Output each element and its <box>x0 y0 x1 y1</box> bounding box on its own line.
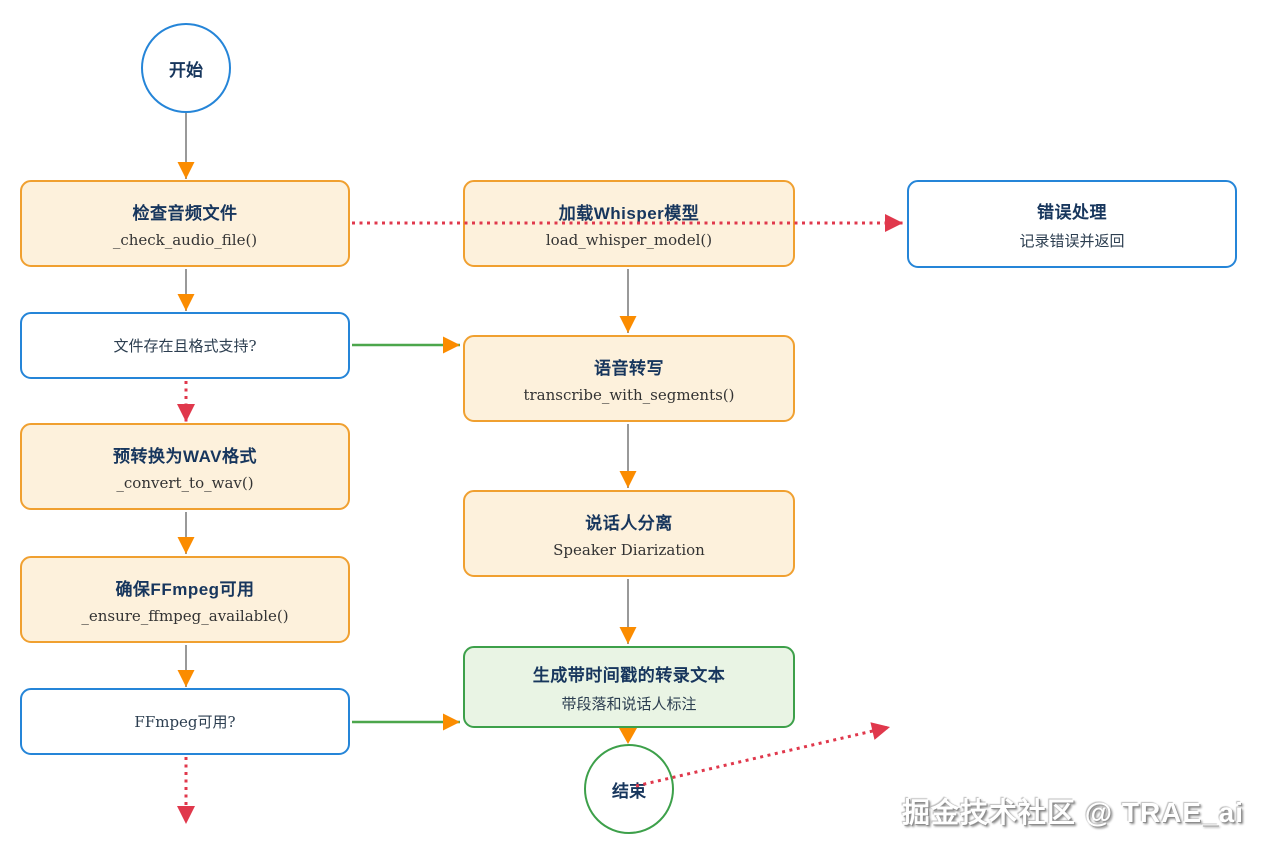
end-node-label: 结束 <box>612 781 646 801</box>
output-subtitle: 带段落和说话人标注 <box>561 694 697 713</box>
format-supported-decision-node: 文件存在且格式支持? <box>20 312 350 379</box>
convert-wav-title: 预转换为WAV格式 <box>113 446 257 466</box>
load-whisper-title: 加载Whisper模型 <box>558 203 700 223</box>
ensure-ffmpeg-title: 确保FFmpeg可用 <box>115 579 255 599</box>
ensure-ffmpeg-subtitle: _ensure_ffmpeg_available() <box>81 606 289 625</box>
check-audio-title: 检查音频文件 <box>132 203 238 223</box>
error-handler-subtitle: 记录错误并返回 <box>1019 231 1125 250</box>
check-audio-node: 检查音频文件 _check_audio_file() <box>20 180 350 267</box>
transcribe-node: 语音转写 transcribe_with_segments() <box>463 335 795 422</box>
diarization-title: 说话人分离 <box>585 513 673 533</box>
error-handler-title: 错误处理 <box>1037 202 1107 222</box>
transcribe-title: 语音转写 <box>594 358 664 378</box>
start-node: 开始 <box>141 23 231 113</box>
diarization-subtitle: Speaker Diarization <box>553 540 705 559</box>
ffmpeg-available-decision-node: FFmpeg可用? <box>20 688 350 755</box>
ffmpeg-available-label: FFmpeg可用? <box>134 713 236 731</box>
load-whisper-node: 加载Whisper模型 load_whisper_model() <box>463 180 795 267</box>
diarization-node: 说话人分离 Speaker Diarization <box>463 490 795 577</box>
ensure-ffmpeg-node: 确保FFmpeg可用 _ensure_ffmpeg_available() <box>20 556 350 643</box>
format-supported-label: 文件存在且格式支持? <box>113 337 257 355</box>
watermark: 掘金技术社区 @ TRAE_ai <box>901 797 1244 828</box>
error-handler-node: 错误处理 记录错误并返回 <box>907 180 1237 268</box>
load-whisper-subtitle: load_whisper_model() <box>545 230 713 249</box>
check-audio-subtitle: _check_audio_file() <box>112 230 258 249</box>
start-node-label: 开始 <box>169 60 203 80</box>
end-node: 结束 <box>584 744 674 834</box>
output-node: 生成带时间戳的转录文本 带段落和说话人标注 <box>463 646 795 728</box>
convert-wav-subtitle: _convert_to_wav() <box>116 473 254 492</box>
output-title: 生成带时间戳的转录文本 <box>532 665 726 685</box>
transcribe-subtitle: transcribe_with_segments() <box>523 385 735 404</box>
convert-wav-node: 预转换为WAV格式 _convert_to_wav() <box>20 423 350 510</box>
